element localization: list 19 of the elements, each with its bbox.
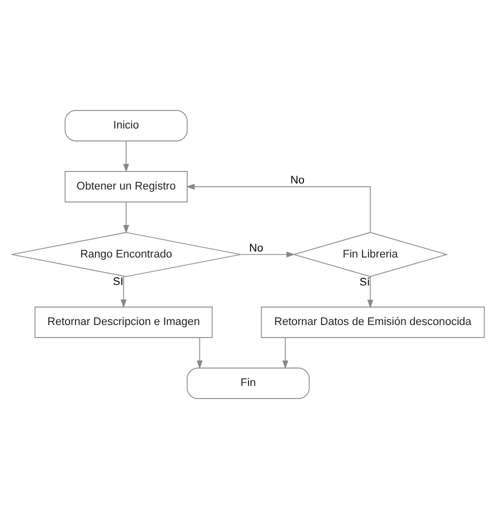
arrow [240, 252, 295, 258]
edge-label: No [249, 242, 264, 254]
node-box: Retornar Datos de Emisión desconocida [260, 306, 485, 338]
arrow [123, 140, 130, 172]
node-box: Fin [186, 368, 310, 400]
node-diamond: Rango Encontrado [11, 232, 242, 277]
arrow [367, 276, 374, 308]
node-diamond: Fin Libreria [292, 232, 448, 277]
arrow [196, 337, 203, 370]
node-box: Obtener un Registro [64, 171, 188, 202]
arrow [123, 202, 130, 234]
arrow [282, 337, 288, 370]
arrow [120, 276, 127, 308]
node-box: Inicio [64, 110, 188, 142]
edge-label: SI [112, 276, 124, 288]
edge-label: Sí [360, 276, 370, 288]
node-box: Retornar Descripcion e Imagen [34, 306, 213, 338]
edge-label: No [290, 174, 304, 187]
arrow [186, 184, 371, 233]
